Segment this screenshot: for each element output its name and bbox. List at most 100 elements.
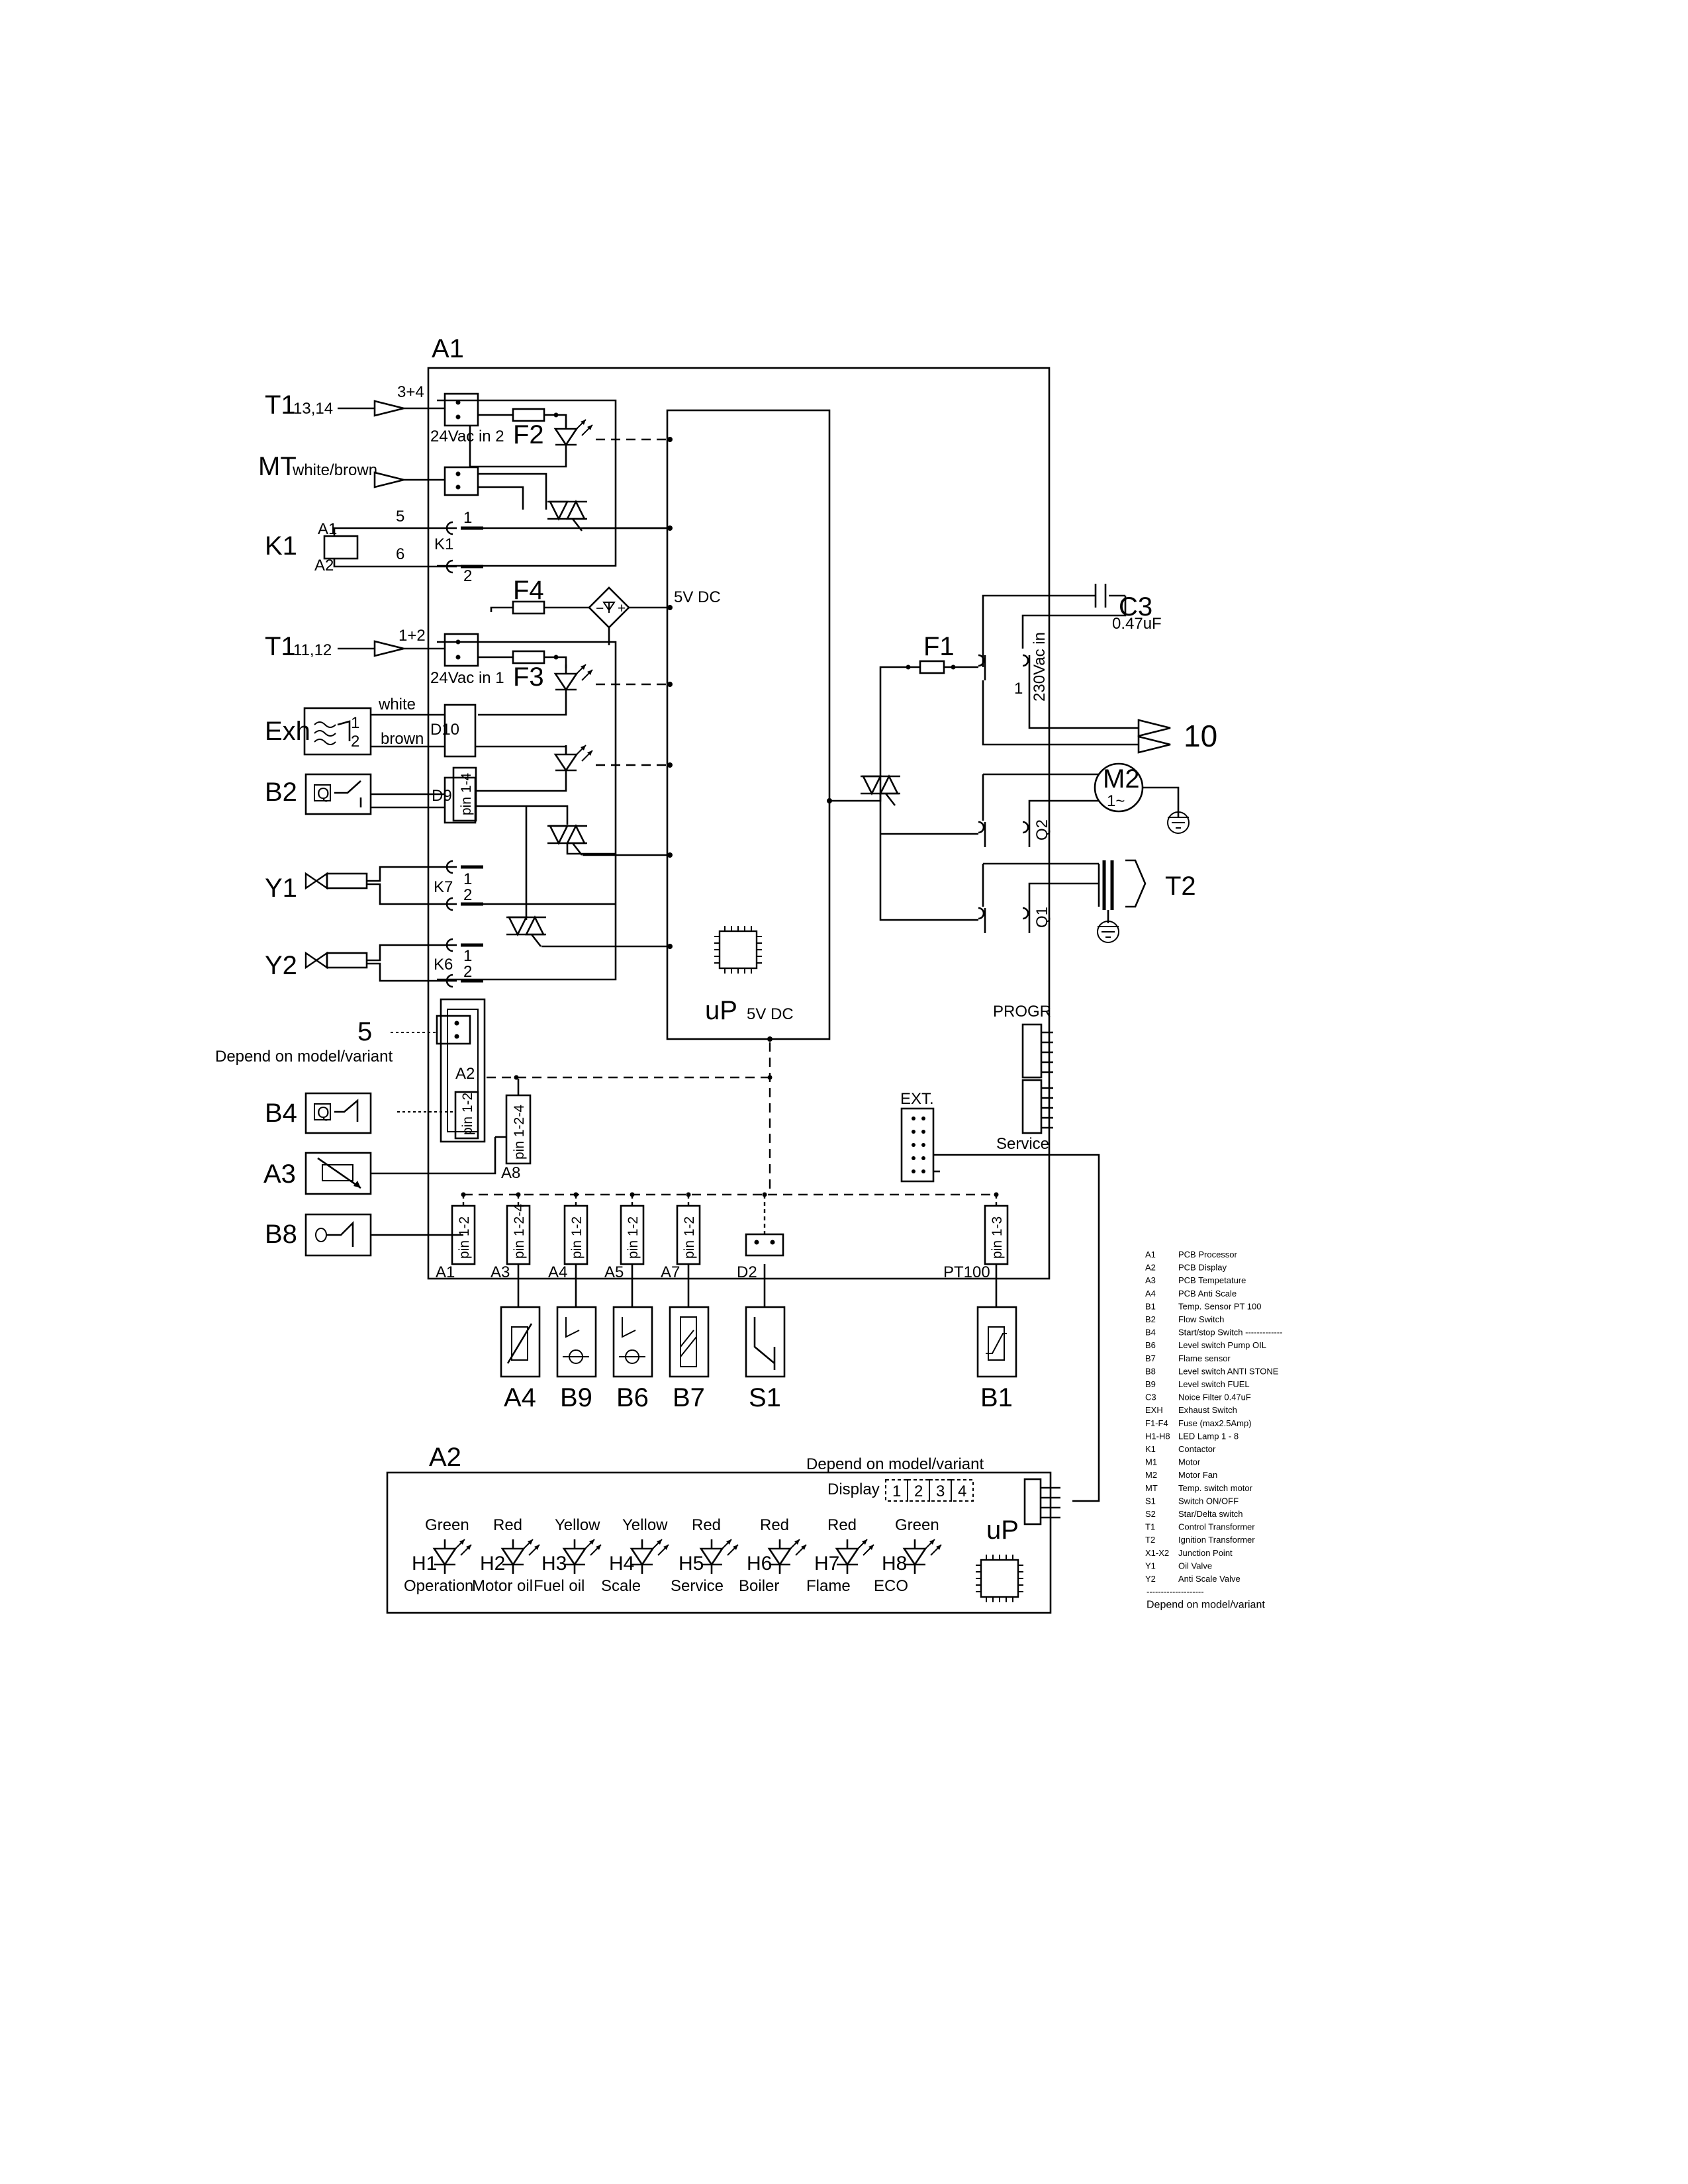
legend-note-dashes: -------------------- <box>1147 1587 1204 1597</box>
legend-code: C3 <box>1145 1392 1156 1402</box>
k1-coil <box>323 535 359 560</box>
t1-upper-sub: 13,14 <box>293 400 333 418</box>
display-digit: 4 <box>958 1482 966 1500</box>
legend-code: T2 <box>1145 1535 1155 1545</box>
legend-desc: Noice Filter 0.47uF <box>1178 1392 1251 1402</box>
ground-icon <box>1168 817 1189 829</box>
b8-label: B8 <box>265 1220 297 1249</box>
legend-code: B7 <box>1145 1353 1156 1363</box>
legend-code: A4 <box>1145 1289 1156 1298</box>
exh-terminal <box>444 704 477 758</box>
led-id: H7 <box>814 1553 839 1574</box>
legend-desc: Contactor <box>1178 1444 1216 1454</box>
exh-white-wire: white <box>378 696 416 713</box>
t1-lower-sub: 11,12 <box>293 641 332 659</box>
led-optocoupler-1-icon <box>554 418 594 455</box>
legend-desc: Motor <box>1178 1457 1201 1467</box>
k1-a2: A2 <box>314 557 334 574</box>
legend-code: S1 <box>1145 1496 1156 1506</box>
legend-desc: Level switch FUEL <box>1178 1379 1250 1389</box>
f2-fuse <box>512 408 545 422</box>
led-id: H8 <box>882 1553 907 1574</box>
progr-connector <box>1021 1023 1043 1079</box>
legend-desc: Ignition Transformer <box>1178 1535 1255 1545</box>
led-function: Boiler <box>739 1577 779 1595</box>
legend-code: EXH <box>1145 1405 1163 1415</box>
svg-text:+: + <box>618 601 626 616</box>
service-connector <box>1021 1079 1043 1134</box>
lower-sub-frame <box>437 641 617 981</box>
legend-desc: Oil Valve <box>1178 1561 1212 1570</box>
bottom-connector-pin: pin 1-2-4 <box>512 1204 527 1259</box>
f1-label: F1 <box>923 632 955 661</box>
k1-wire-6: 6 <box>396 545 404 563</box>
t1-lower-terminal <box>444 633 479 667</box>
led-lamp-icon <box>835 1538 875 1575</box>
bottom-device-box <box>612 1306 653 1378</box>
k1-pin-1: 1 <box>463 509 472 527</box>
legend-code: T1 <box>1145 1522 1155 1532</box>
bottom-connector-tag: A1 <box>436 1263 455 1281</box>
display-board-frame <box>386 1471 1052 1614</box>
legend-desc: Temp. switch motor <box>1178 1483 1253 1493</box>
a3-label: A3 <box>263 1160 296 1189</box>
legend-desc: PCB Processor <box>1178 1250 1238 1259</box>
exh-contact-2: 2 <box>351 733 359 751</box>
legend-desc: PCB Tempetature <box>1178 1275 1246 1285</box>
display-board-connector <box>1023 1478 1042 1525</box>
led-color: Red <box>692 1516 721 1534</box>
t1-lower-wire: 1+2 <box>399 627 426 645</box>
legend-desc: Exhaust Switch <box>1178 1405 1237 1415</box>
t1-lower-terminal-label: 24Vac in 1 <box>430 669 504 687</box>
led-lamp-icon <box>501 1538 541 1575</box>
legend-code: B9 <box>1145 1379 1156 1389</box>
d2-connector <box>745 1233 784 1257</box>
mt-label: MT <box>258 452 297 481</box>
legend-desc: Temp. Sensor PT 100 <box>1178 1301 1262 1311</box>
legend-code: B8 <box>1145 1366 1156 1376</box>
a2-connector-tag: A2 <box>455 1065 475 1083</box>
bottom-device-label: B6 <box>616 1383 649 1412</box>
k7-tag: K7 <box>434 878 453 896</box>
t1-upper-terminal <box>444 392 479 427</box>
progr-label: PROGR <box>993 1003 1051 1021</box>
k6-pin-1: 1 <box>463 947 472 965</box>
led-lamp-icon <box>433 1538 473 1575</box>
bottom-connector-tag: A4 <box>548 1263 567 1281</box>
a8-tag: A8 <box>501 1164 520 1182</box>
mt-terminal <box>444 466 479 496</box>
bottom-device-box <box>669 1306 710 1378</box>
svg-text:Q: Q <box>317 1104 330 1122</box>
legend-code: F1-F4 <box>1145 1418 1168 1428</box>
display-board-note: Depend on model/variant <box>806 1455 984 1473</box>
display-label: Display <box>827 1480 880 1498</box>
f4-label: F4 <box>513 576 544 605</box>
led-optocoupler-2-icon <box>554 663 594 700</box>
processor-supply-label: 5V DC <box>747 1005 794 1023</box>
y2-label: Y2 <box>265 951 297 980</box>
k6-tag: K6 <box>434 956 453 974</box>
led-lamp-icon <box>700 1538 739 1575</box>
legend-code: Y1 <box>1145 1561 1156 1570</box>
display-board-label: A2 <box>429 1443 461 1472</box>
upper-sub-frame <box>437 399 617 567</box>
a8-pin: pin 1-2-4 <box>512 1105 527 1160</box>
led-color: Red <box>760 1516 789 1534</box>
led-color: Yellow <box>622 1516 668 1534</box>
led-function: Operation <box>404 1577 473 1595</box>
legend-code: K1 <box>1145 1444 1156 1454</box>
ext-connector <box>900 1107 935 1183</box>
led-function: ECO <box>874 1577 908 1595</box>
c3-label: C3 <box>1119 592 1152 621</box>
led-id: H5 <box>679 1553 704 1574</box>
processor-block <box>666 409 831 1040</box>
bottom-device-box <box>976 1306 1017 1378</box>
bottom-connector-pin: pin 1-2 <box>569 1216 585 1259</box>
bottom-connector-pin: pin 1-2 <box>457 1216 472 1259</box>
main-board-label: A1 <box>432 334 464 363</box>
legend-desc: Flame sensor <box>1178 1353 1231 1363</box>
display-connector-number: 5 <box>357 1017 372 1046</box>
triac-1-icon <box>546 500 588 532</box>
